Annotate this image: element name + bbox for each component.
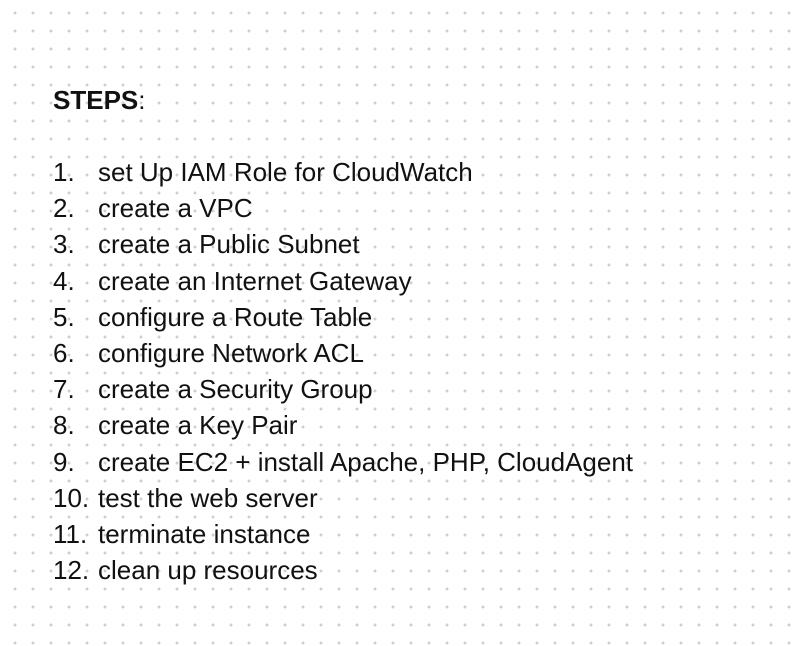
step-text: create a Public Subnet <box>98 229 360 260</box>
step-item: 2. create a VPC <box>53 190 773 226</box>
step-text: create a VPC <box>98 193 253 224</box>
step-item: 12. clean up resources <box>53 552 773 588</box>
step-text: terminate instance <box>98 518 311 549</box>
step-item: 10. test the web server <box>53 480 773 516</box>
step-number: 11. <box>53 518 88 549</box>
step-text: create EC2 + install Apache, PHP, CloudA… <box>98 446 634 477</box>
step-number: 10. <box>53 482 90 513</box>
step-number: 3. <box>53 229 75 260</box>
steps-heading-colon: : <box>138 85 146 115</box>
step-text: configure a Route Table <box>98 301 373 332</box>
step-text: create a Security Group <box>98 374 373 405</box>
step-item: 3. create a Public Subnet <box>53 226 773 262</box>
step-number: 4. <box>53 265 75 296</box>
step-item: 4. create an Internet Gateway <box>53 263 773 299</box>
step-item: 1. set Up IAM Role for CloudWatch <box>53 154 773 190</box>
step-text: set Up IAM Role for CloudWatch <box>98 157 473 187</box>
step-text: create a Key Pair <box>98 410 298 441</box>
step-text: clean up resources <box>98 555 318 586</box>
steps-heading: STEPS: <box>53 84 773 116</box>
step-item: 7. create a Security Group <box>53 371 773 407</box>
step-number: 5. <box>53 301 75 332</box>
step-number: 8. <box>53 410 75 441</box>
step-item: 6. configure Network ACL <box>53 335 773 371</box>
step-text: configure Network ACL <box>98 337 364 368</box>
step-number: 2. <box>53 193 75 224</box>
step-text: create an Internet Gateway <box>98 265 412 296</box>
step-item: 11. terminate instance <box>53 516 773 552</box>
step-item: 5. configure a Route Table <box>53 299 773 335</box>
steps-list: 1. set Up IAM Role for CloudWatch 2. creat… <box>53 154 773 588</box>
steps-heading-label: STEPS <box>53 85 139 115</box>
step-item: 8. create a Key Pair <box>53 407 773 443</box>
document-page: STEPS: 1. set Up IAM Role for CloudWatch … <box>53 84 773 588</box>
step-number: 7. <box>53 374 75 405</box>
step-number: 1. <box>53 157 75 187</box>
step-number: 12. <box>53 555 90 586</box>
step-number: 6. <box>53 337 75 368</box>
step-item: 9. create EC2 + install Apache, PHP, Clou… <box>53 444 773 480</box>
step-number: 9. <box>53 446 75 477</box>
step-text: test the web server <box>98 482 318 513</box>
